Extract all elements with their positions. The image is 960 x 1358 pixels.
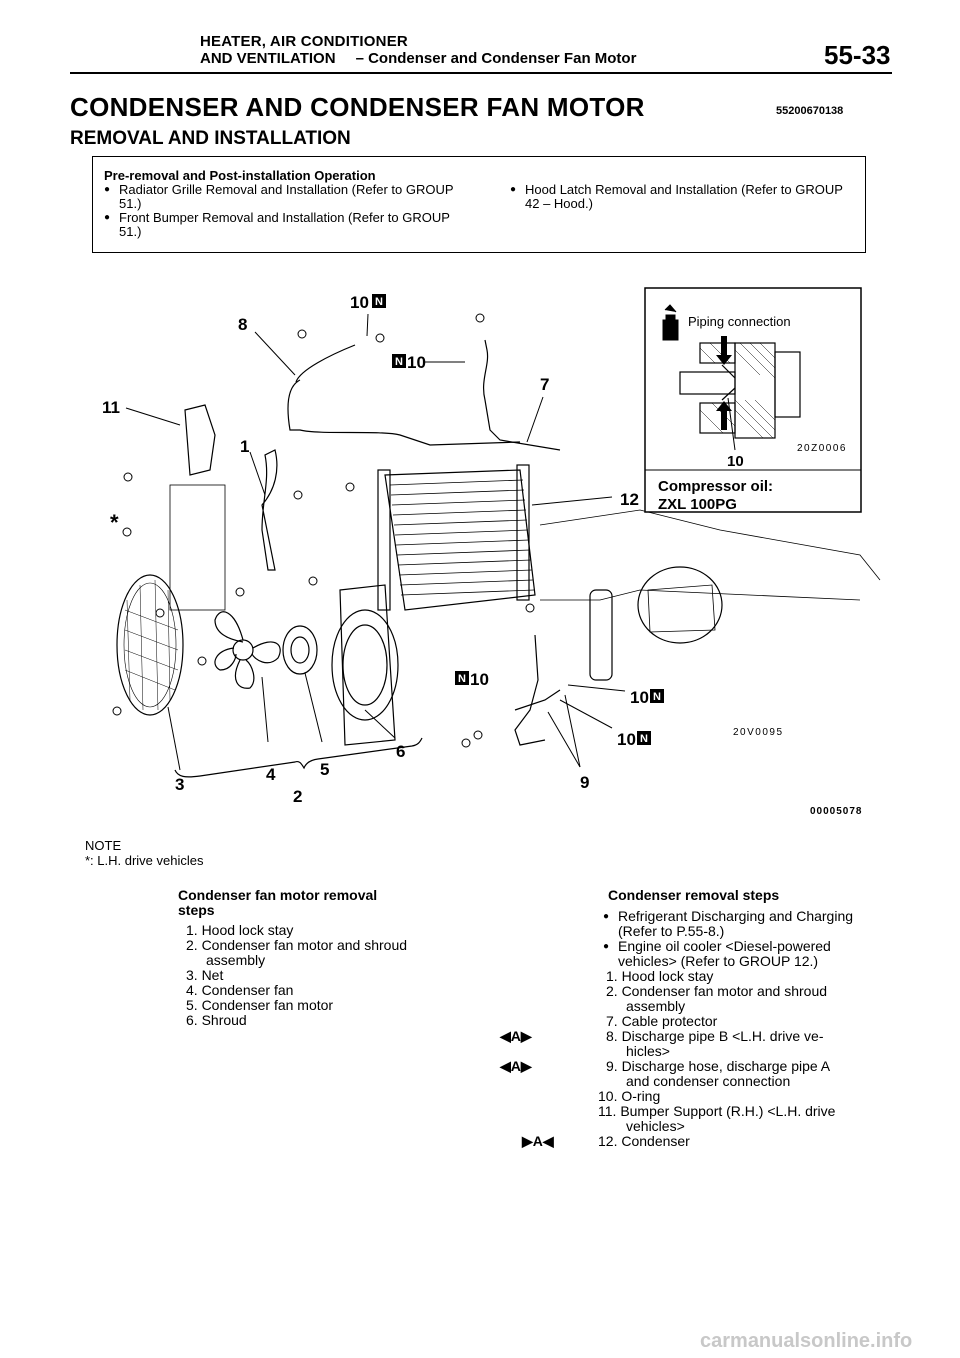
step-item: 6. Shroud bbox=[186, 1012, 247, 1028]
pre-operation-right-column: Hood Latch Removal and Installation (Ref… bbox=[510, 183, 856, 211]
compressor-oil-label: Compressor oil: bbox=[658, 478, 773, 495]
fan-motor-removal-steps: Condenser fan motor removal steps 1. Hoo… bbox=[178, 888, 458, 1028]
title-code: 55200670138 bbox=[776, 105, 844, 117]
inset-callout: 10 bbox=[727, 453, 744, 470]
new-part-icon: N bbox=[653, 691, 661, 703]
service-point-mark: ◀A▶ bbox=[500, 1028, 532, 1044]
callout-6: 6 bbox=[396, 742, 405, 761]
page-title: CONDENSER AND CONDENSER FAN MOTOR bbox=[70, 92, 645, 122]
callout-10-top: 10 bbox=[350, 293, 369, 312]
shroud-illustration bbox=[331, 584, 399, 746]
oil-can-icon bbox=[662, 304, 679, 341]
new-part-icon: N bbox=[640, 733, 648, 745]
step-item: 2. Condenser fan motor and shroud bbox=[606, 983, 828, 999]
view-code: 20V0095 bbox=[733, 727, 784, 738]
section-title-main: AND VENTILATION bbox=[200, 50, 336, 67]
step-item: 7. Cable protector bbox=[606, 1013, 718, 1029]
service-point-mark: ◀A▶ bbox=[500, 1058, 532, 1074]
new-part-icon: N bbox=[375, 296, 383, 308]
note-label: NOTE bbox=[85, 838, 122, 853]
step-item: 5. Condenser fan motor bbox=[186, 997, 334, 1013]
step-item: ● Engine oil cooler <Diesel-powered vehi… bbox=[603, 938, 831, 969]
inset-code: 20Z0006 bbox=[797, 443, 847, 454]
pre-operation-item: Front Bumper Removal and Installation (R… bbox=[104, 211, 464, 239]
note-text: *: L.H. drive vehicles bbox=[85, 853, 204, 868]
step-item: ● Refrigerant Discharging and Charging (… bbox=[603, 908, 854, 939]
callout-9: 9 bbox=[580, 773, 589, 792]
step-item-cont: assembly bbox=[206, 952, 266, 968]
fan-motor-removal-heading: Condenser fan motor removal bbox=[178, 887, 378, 903]
figure-code: 00005078 bbox=[810, 806, 863, 817]
note-block: NOTE *: L.H. drive vehicles bbox=[85, 838, 204, 868]
callout-4: 4 bbox=[266, 765, 276, 784]
callout-1: 1 bbox=[240, 437, 249, 456]
piping-connection-inset: Piping connection 10 20Z0006 Compressor … bbox=[644, 287, 862, 513]
compressor-oil-value: ZXL 100PG bbox=[658, 496, 737, 513]
callout-2: 2 bbox=[293, 787, 302, 806]
callout-10-mid: 10 bbox=[470, 670, 489, 689]
new-part-icon: N bbox=[458, 673, 466, 685]
pre-operation-box bbox=[92, 156, 866, 253]
section-subtitle: – Condenser and Condenser Fan Motor bbox=[355, 50, 637, 67]
fan-motor-illustration bbox=[282, 625, 318, 675]
callout-5: 5 bbox=[320, 760, 329, 779]
fan-motor-removal-heading-cont: steps bbox=[178, 902, 215, 918]
callout-7: 7 bbox=[540, 375, 549, 394]
step-item: 1. Hood lock stay bbox=[186, 922, 294, 938]
pre-operation-item: Hood Latch Removal and Installation (Ref… bbox=[510, 183, 856, 211]
condenser-removal-steps: Condenser removal steps ● Refrigerant Di… bbox=[488, 888, 908, 1149]
step-item: ▶A◀ 12. Condenser bbox=[522, 1133, 690, 1149]
pre-operation-item: Radiator Grille Removal and Installation… bbox=[104, 183, 464, 211]
installation-point-mark: ▶A◀ bbox=[522, 1133, 554, 1149]
step-item: 11. Bumper Support (R.H.) <L.H. drive ve… bbox=[598, 1103, 836, 1134]
watermark: carmanualsonline.info bbox=[700, 1330, 913, 1352]
callout-10-low: 10 bbox=[617, 730, 636, 749]
new-part-icon: N bbox=[395, 356, 403, 368]
callout-3: 3 bbox=[175, 775, 184, 794]
step-item: 4. Condenser fan bbox=[186, 982, 294, 998]
step-item: 3. Net bbox=[186, 967, 224, 983]
inset-label: Piping connection bbox=[688, 314, 791, 329]
condenser-illustration bbox=[377, 464, 536, 611]
section-title-line1: HEATER, AIR CONDITIONER bbox=[200, 33, 408, 50]
step-item-cont: assembly bbox=[626, 998, 686, 1014]
callout-11: 11 bbox=[102, 398, 120, 417]
step-item: 2. Condenser fan motor and shroud bbox=[186, 937, 408, 953]
page-number: 55-33 bbox=[824, 40, 891, 70]
new-part-marks: N N N N N bbox=[372, 294, 664, 745]
condenser-removal-heading: Condenser removal steps bbox=[608, 887, 780, 903]
callout-10-n: 10 bbox=[407, 353, 426, 372]
header-rule bbox=[70, 72, 892, 74]
step-item: 10. O-ring bbox=[598, 1088, 661, 1104]
step-item: 1. Hood lock stay bbox=[606, 968, 714, 984]
net-illustration bbox=[116, 574, 184, 716]
fan-illustration bbox=[214, 611, 281, 689]
callout-8: 8 bbox=[238, 315, 247, 334]
step-item: ◀A▶ 9. Discharge hose, discharge pipe A … bbox=[500, 1058, 831, 1089]
pre-operation-heading: Pre-removal and Post-installation Operat… bbox=[104, 168, 376, 183]
section-title-line2: AND VENTILATION – Condenser and Condenser… bbox=[200, 50, 636, 67]
callout-10-right: 10 bbox=[630, 688, 649, 707]
callout-asterisk: * bbox=[110, 510, 119, 535]
callout-12: 12 bbox=[620, 490, 639, 509]
section-heading: REMOVAL AND INSTALLATION bbox=[70, 128, 351, 149]
exploded-view-diagram: Piping connection 10 20Z0006 Compressor … bbox=[102, 287, 881, 817]
step-item: ◀A▶ 8. Discharge pipe B <L.H. drive ve- … bbox=[500, 1028, 824, 1059]
pre-operation-left-column: Radiator Grille Removal and Installation… bbox=[104, 183, 464, 239]
